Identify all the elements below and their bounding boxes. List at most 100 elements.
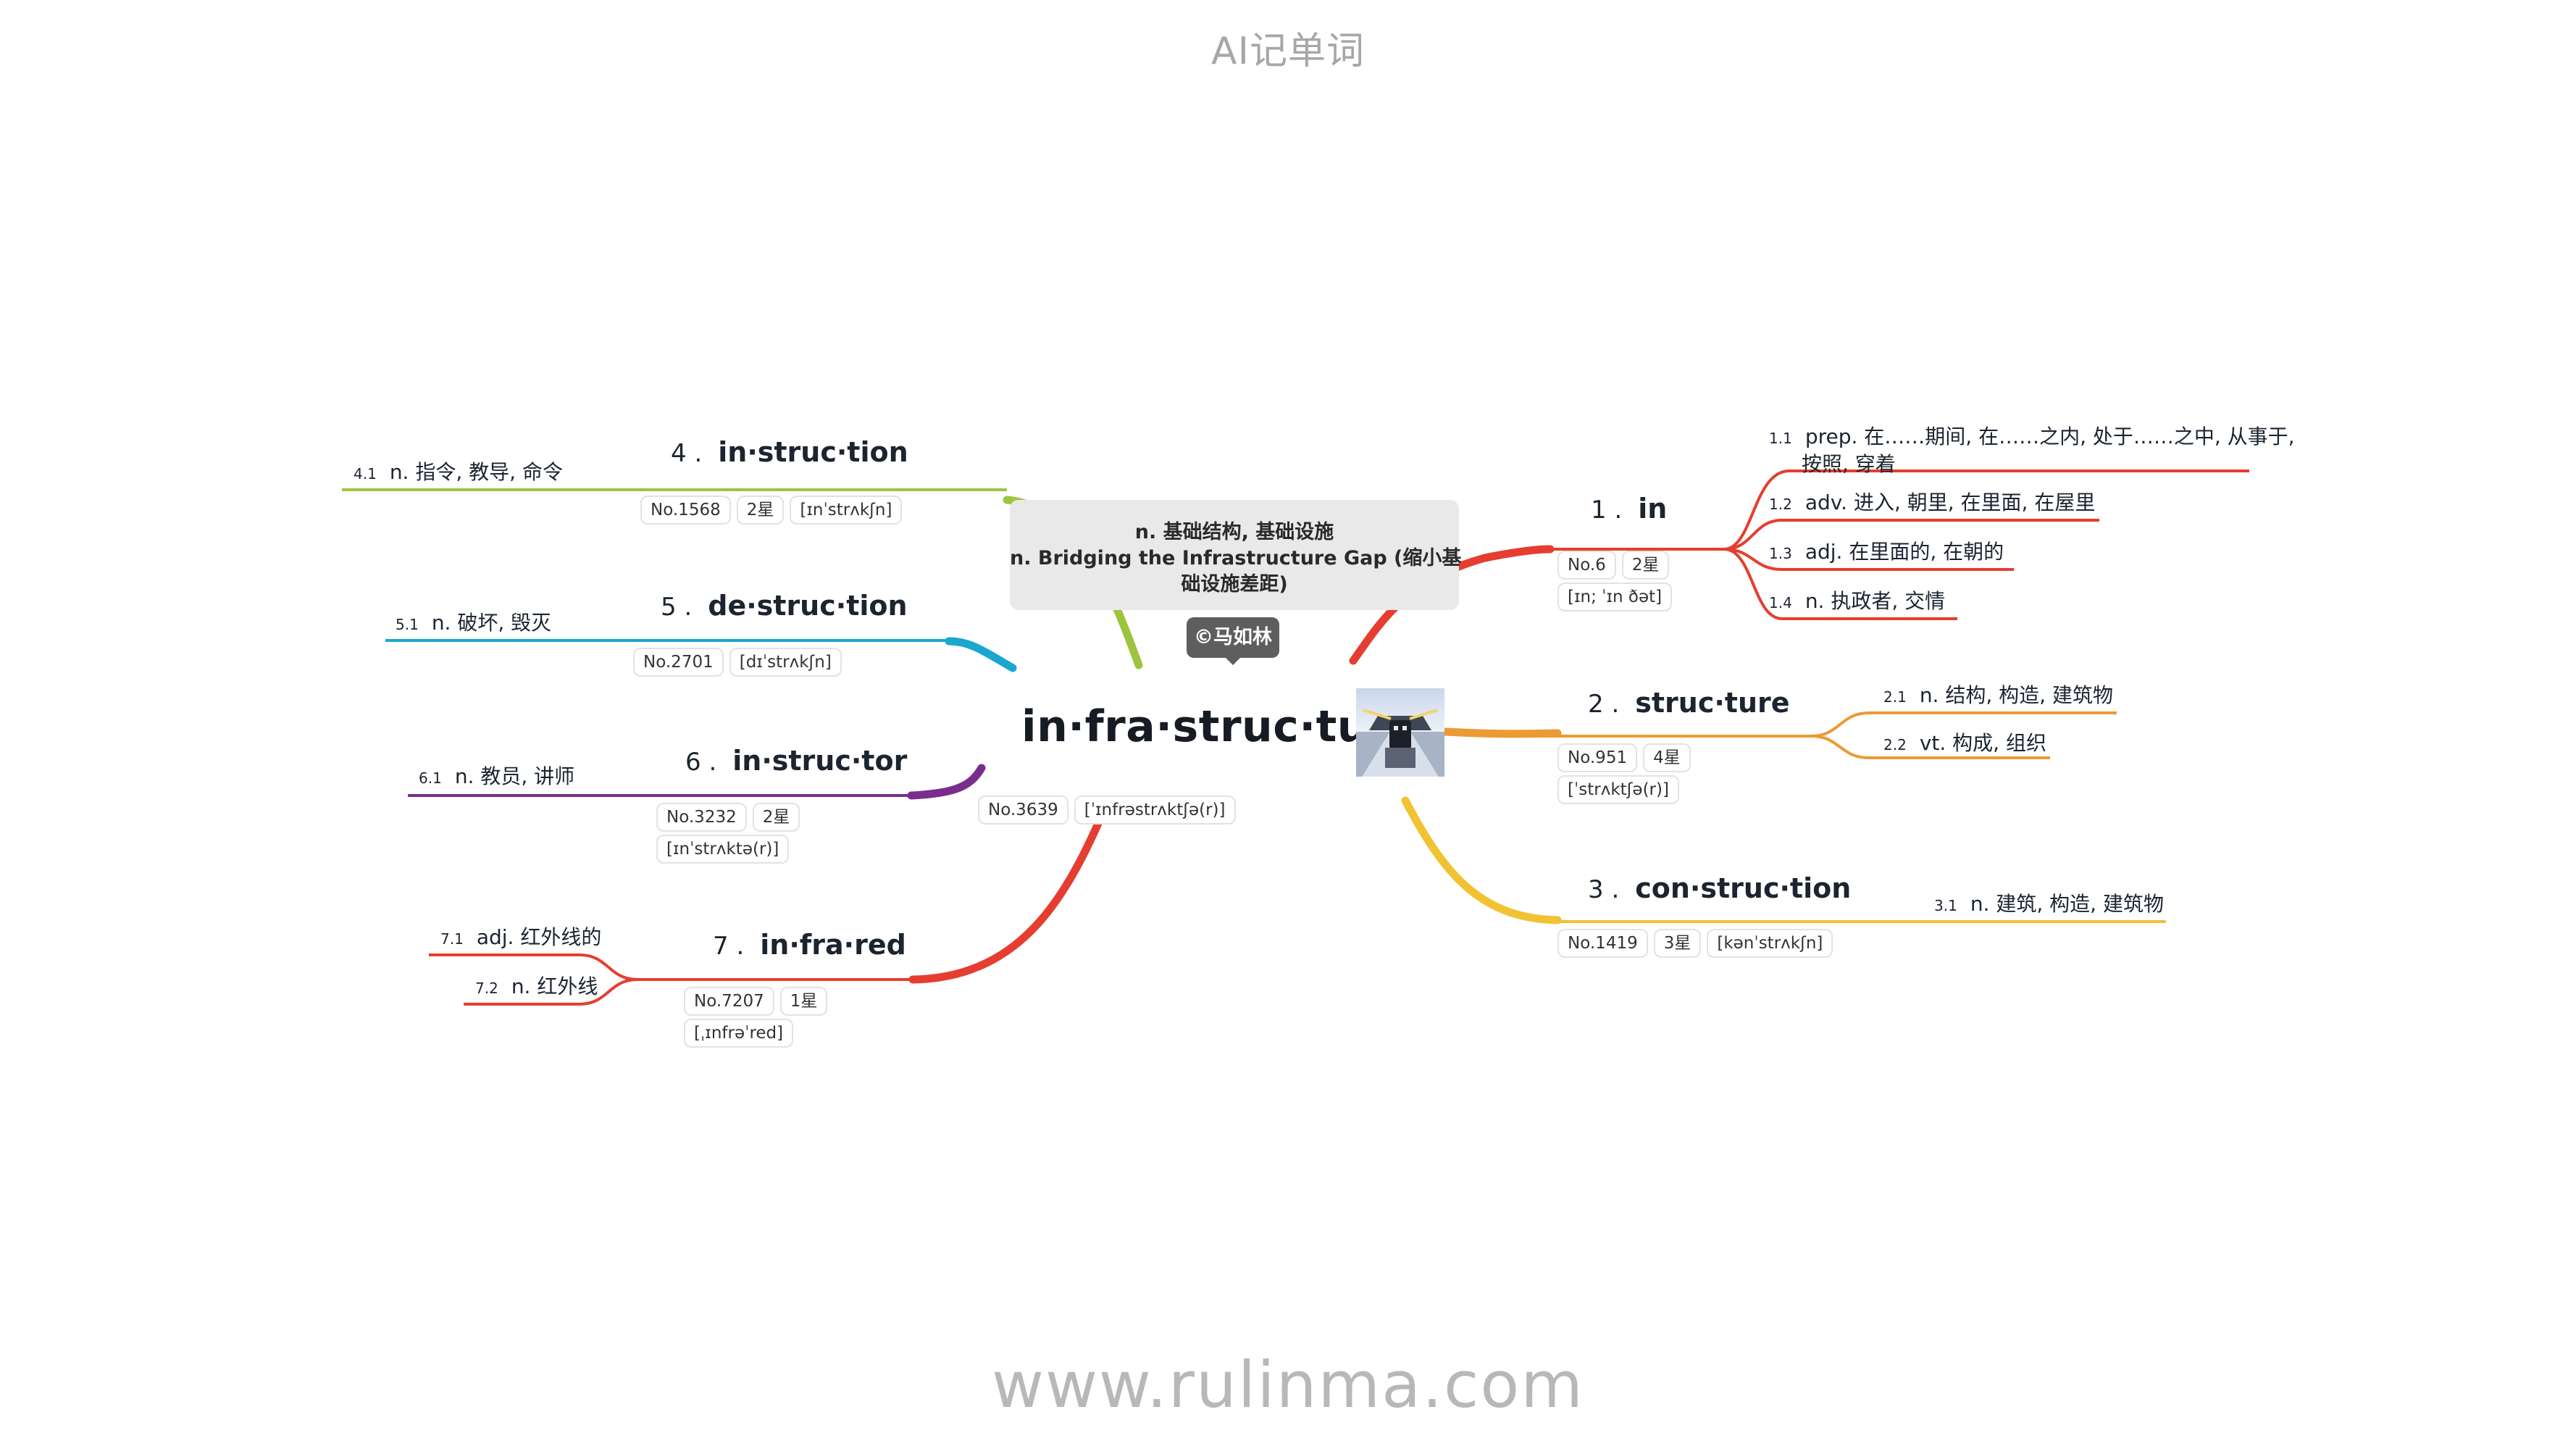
branch-number: 7 .	[713, 932, 745, 961]
trunk-7	[908, 796, 1113, 984]
center-word[interactable]: in·fra·struc·ture	[1021, 701, 1421, 752]
stars-badge: 2星	[1621, 551, 1670, 580]
branch-word: con·struc·tion	[1635, 872, 1852, 904]
connector-1-4	[1723, 548, 1957, 620]
trunk-3	[1401, 796, 1562, 924]
connector-2-1	[1810, 711, 2117, 738]
trunk-6	[907, 764, 986, 800]
branch-word: in	[1638, 493, 1668, 525]
author-tag: ©马如林	[1187, 617, 1279, 658]
center-tags: No.3639[ˈɪnfrəstrʌktʃə(r)]	[978, 796, 1242, 824]
branch-7-phonetic: [ˌɪnfrəˈred]	[684, 1019, 799, 1048]
meaning-text: n. 教员, 讲师	[454, 764, 575, 788]
center-meaning-box: n. 基础结构, 基础设施 n. Bridging the Infrastruc…	[1010, 500, 1462, 610]
no-badge: No.6	[1557, 551, 1616, 580]
center-meaning-line: n. 基础结构, 基础设施	[1134, 521, 1334, 543]
connector-2-2	[1810, 735, 2050, 759]
branch-6-phonetic: [ɪnˈstrʌktə(r)]	[656, 835, 795, 864]
branch-word: de·struc·tion	[708, 590, 908, 622]
branch-number: 3 .	[1588, 875, 1620, 904]
meaning-text: n. 结构, 构造, 建筑物	[1919, 683, 2113, 707]
stars-badge: 4星	[1643, 743, 1691, 772]
connector-1-3	[1723, 548, 2014, 571]
trunk-2	[1441, 727, 1562, 738]
meaning-3-1: 3.1 n. 建筑, 构造, 建筑物	[1934, 888, 2164, 917]
branch-5-tags: No.2701[dɪˈstrʌkʃn]	[633, 648, 848, 677]
no-badge: No.1419	[1557, 929, 1648, 958]
connector-1-2	[1723, 519, 2099, 551]
no-badge: No.1568	[640, 496, 731, 525]
phonetic-badge: [ɪnˈstrʌktə(r)]	[656, 835, 790, 864]
meaning-number: 2.1	[1883, 688, 1907, 706]
phonetic-badge: [ɪnˈstrʌkʃn]	[790, 496, 903, 525]
branch-number: 6 .	[685, 748, 717, 777]
meaning-text: n. 建筑, 构造, 建筑物	[1970, 892, 2164, 916]
meaning-text: n. 破坏, 毁灭	[431, 611, 552, 635]
branch-7-title[interactable]: 7 . in·fra·red	[713, 929, 906, 961]
branch-3-title[interactable]: 3 . con·struc·tion	[1588, 872, 1851, 904]
branch-1-phonetic: [ɪn; ˈɪn ðət]	[1557, 582, 1678, 611]
meaning-2-2: 2.2 vt. 构成, 组织	[1883, 727, 2046, 756]
center-meaning-line: n. Bridging the Infrastructure Gap (缩小基	[1010, 547, 1462, 569]
meaning-number: 6.1	[419, 769, 442, 787]
phonetic-badge: [ˌɪnfrəˈred]	[684, 1019, 794, 1048]
meaning-1-1: 1.1 prep. 在……期间, 在……之内, 处于……之中, 从事于, 按照, …	[1769, 425, 2295, 480]
phonetic-badge: [ɪn; ˈɪn ðət]	[1557, 582, 1673, 611]
branch-number: 2 .	[1588, 690, 1620, 719]
branch-2-phonetic: [ˈstrʌktʃə(r)]	[1557, 775, 1685, 804]
meaning-7-2: 7.2 n. 红外线	[475, 971, 598, 1000]
robot-photo-icon	[1356, 688, 1444, 777]
phonetic-badge: [ˈstrʌktʃə(r)]	[1557, 775, 1679, 804]
center-phonetic-badge: [ˈɪnfrəstrʌktʃə(r)]	[1074, 796, 1236, 824]
connector-1-1	[1723, 469, 2249, 551]
no-badge: No.3232	[656, 803, 747, 832]
meaning-6-1: 6.1 n. 教员, 讲师	[419, 761, 574, 790]
branch-1-title[interactable]: 1 . in	[1591, 493, 1667, 525]
meaning-text: n. 红外线	[511, 974, 598, 998]
meaning-text: prep. 在……期间, 在……之内, 处于……之中, 从事于,	[1805, 425, 2295, 448]
meaning-text: adj. 红外线的	[476, 925, 602, 949]
phonetic-badge: [dɪˈstrʌkʃn]	[729, 648, 842, 677]
meaning-number: 1.1	[1769, 430, 1792, 447]
no-badge: No.7207	[684, 987, 774, 1016]
meaning-number: 7.1	[440, 930, 464, 948]
connector-7-1	[429, 953, 638, 981]
meaning-number: 2.2	[1883, 736, 1907, 753]
author-tag-pointer	[1224, 656, 1242, 665]
branch-word: in·fra·red	[760, 929, 906, 961]
meaning-number: 3.1	[1934, 897, 1957, 914]
branch-5-title[interactable]: 5 . de·struc·tion	[661, 590, 908, 622]
branch-2-title[interactable]: 2 . struc·ture	[1588, 687, 1790, 719]
meaning-1-2: 1.2 adv. 进入, 朝里, 在里面, 在屋里	[1769, 487, 2095, 516]
branch-word: in·struc·tor	[732, 745, 908, 777]
no-badge: No.2701	[633, 648, 724, 677]
branch-word: struc·ture	[1635, 687, 1790, 719]
center-meaning-line: 础设施差距)	[1181, 573, 1288, 596]
trunk-5	[945, 637, 1017, 672]
meaning-number: 1.2	[1769, 496, 1792, 513]
meaning-text: vt. 构成, 组织	[1919, 731, 2046, 755]
app-title: AI记单词	[1211, 30, 1365, 73]
meaning-number: 7.2	[475, 980, 498, 997]
branch-number: 5 .	[661, 593, 693, 622]
phonetic-badge: [kənˈstrʌkʃn]	[1707, 929, 1833, 958]
meaning-text: 按照, 穿着	[1802, 452, 1896, 476]
meaning-text: adv. 进入, 朝里, 在里面, 在屋里	[1805, 490, 2096, 514]
branch-6-title[interactable]: 6 . in·struc·tor	[685, 745, 907, 777]
stars-badge: 2星	[752, 803, 800, 832]
meaning-7-1: 7.1 adj. 红外线的	[440, 922, 601, 951]
website-watermark: www.rulinma.com	[991, 1348, 1584, 1422]
branch-4-title[interactable]: 4 .in·struc·tion	[671, 436, 908, 468]
branch-number: 1 .	[1591, 496, 1623, 525]
